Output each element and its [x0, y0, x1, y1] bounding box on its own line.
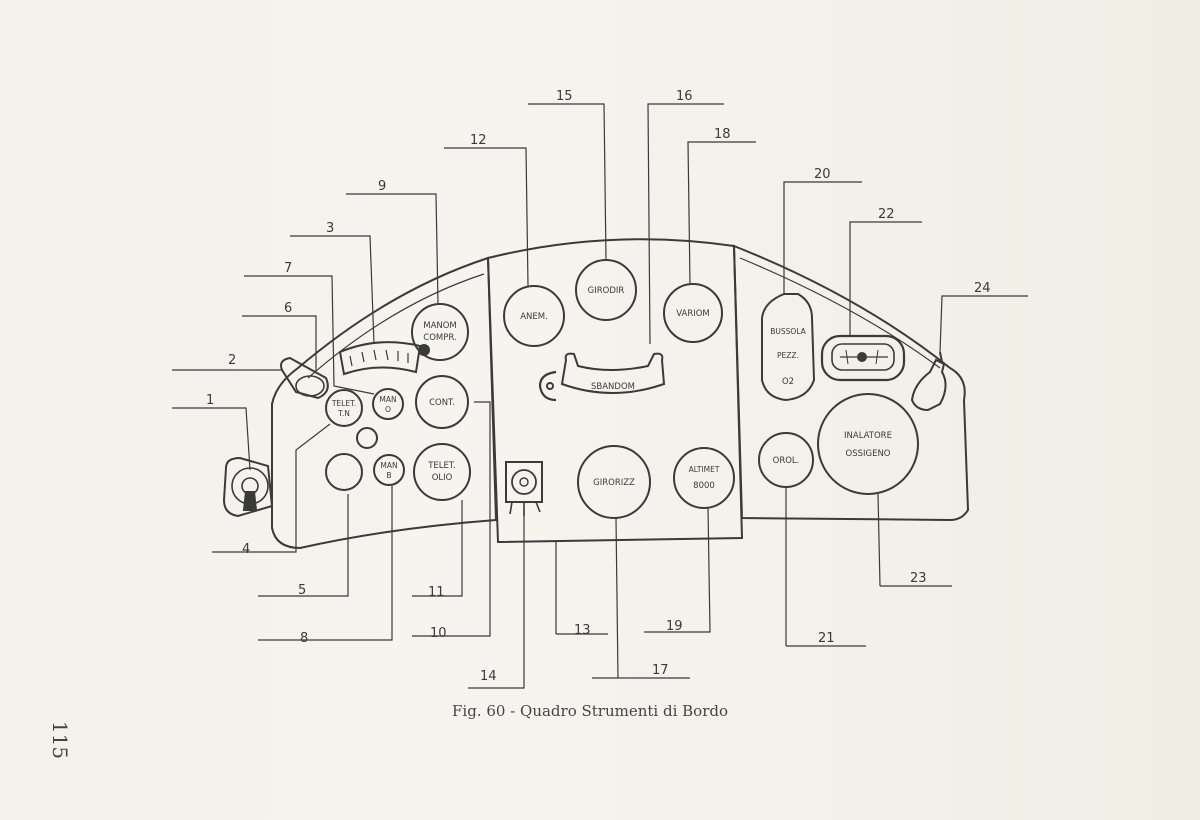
clock-switch: [505, 461, 543, 516]
callout-8: 8: [300, 631, 308, 646]
callout-12: 12: [470, 133, 487, 148]
callout-20: 20: [814, 167, 831, 182]
callout-19: 19: [666, 619, 683, 634]
callout-1: 1: [206, 393, 214, 408]
callout-3: 3: [326, 221, 334, 236]
callout-17: 17: [652, 663, 669, 678]
man-b-label-2: B: [386, 471, 391, 480]
left-panel-inner-edge: [307, 273, 485, 379]
callout-2: 2: [228, 353, 236, 368]
left-panel-outline: [271, 256, 498, 550]
variom-label: VARIOM: [676, 309, 710, 319]
cont-label: CONT.: [429, 398, 455, 408]
telet-olio-gauge: [413, 443, 471, 501]
man-o-gauge: [372, 388, 404, 420]
bussola-label-2: PEZZ.: [777, 351, 799, 360]
callout-5: 5: [298, 583, 306, 598]
manom-compr-label-1: MANOM: [423, 321, 457, 331]
cont-gauge: [415, 375, 469, 429]
anem-label: ANEM.: [520, 312, 548, 322]
orol-clock: [758, 432, 814, 488]
hook-clip: [538, 370, 557, 402]
manom-compr-gauge: [411, 303, 469, 361]
page-number: 115: [48, 720, 72, 760]
callout-15: 15: [556, 89, 573, 104]
callout-16: 16: [676, 89, 693, 104]
inalatore-label-1: INALATORE: [844, 431, 892, 441]
callout-24: 24: [974, 281, 991, 296]
figure-caption: Fig. 60 - Quadro Strumenti di Bordo: [452, 702, 729, 720]
hook-clip-pin: [546, 382, 554, 390]
bussola-label-3: O2: [782, 377, 794, 387]
altimet-gauge: [673, 447, 735, 509]
manom-compr-label-2: COMPR.: [423, 333, 456, 343]
telet-olio-label-2: OLIO: [432, 473, 453, 483]
callout-7: 7: [284, 261, 292, 276]
sbandom-indicator: [560, 352, 666, 394]
right-panel-outline: [732, 244, 970, 522]
oxygen-bottle: [910, 351, 947, 412]
callout-9: 9: [378, 179, 386, 194]
callout-10: 10: [430, 626, 447, 641]
small-knob: [356, 427, 378, 449]
man-o-label-1: MAN: [379, 395, 396, 404]
bussola-compass: [761, 293, 816, 402]
right-panel-inner-edge: [739, 257, 941, 369]
girorizz-label: GIRORIZZ: [593, 478, 635, 488]
telet-tn-gauge: [325, 389, 363, 427]
sbandom-label: SBANDOM: [591, 382, 635, 392]
girorizz-gauge: [577, 445, 651, 519]
girodir-label: GIRODIR: [588, 286, 625, 296]
variom-gauge: [663, 283, 723, 343]
altimet-label-2: 8000: [693, 481, 715, 491]
callout-21: 21: [818, 631, 835, 646]
callout-23: 23: [910, 571, 927, 586]
anem-gauge: [503, 285, 565, 347]
telet-tn-label-1: TELET.: [331, 399, 356, 408]
callout-11: 11: [428, 585, 445, 600]
man-b-gauge: [373, 454, 405, 486]
level-indicator: [820, 334, 906, 382]
callout-6: 6: [284, 301, 292, 316]
man-b-label-1: MAN: [380, 461, 397, 470]
orol-label: OROL.: [773, 456, 800, 466]
altimet-label-1: ALTIMET: [689, 465, 720, 474]
blank-gauge: [325, 453, 363, 491]
callout-18: 18: [714, 127, 731, 142]
bussola-label-1: BUSSOLA: [770, 327, 806, 336]
telet-olio-label-1: TELET.: [427, 461, 456, 471]
inalatore-label-2: OSSIGENO: [846, 449, 891, 459]
callout-4: 4: [242, 542, 250, 557]
callout-13: 13: [574, 623, 591, 638]
telet-tn-label-2: T.N: [337, 409, 350, 418]
switch-box: [222, 456, 274, 518]
callout-22: 22: [878, 207, 895, 222]
callout-14: 14: [480, 669, 497, 684]
man-o-label-2: O: [385, 405, 391, 414]
inalatore-ossigeno-gauge: [817, 393, 919, 495]
leader-lines: [172, 103, 1028, 689]
filler-cap: [280, 356, 329, 400]
